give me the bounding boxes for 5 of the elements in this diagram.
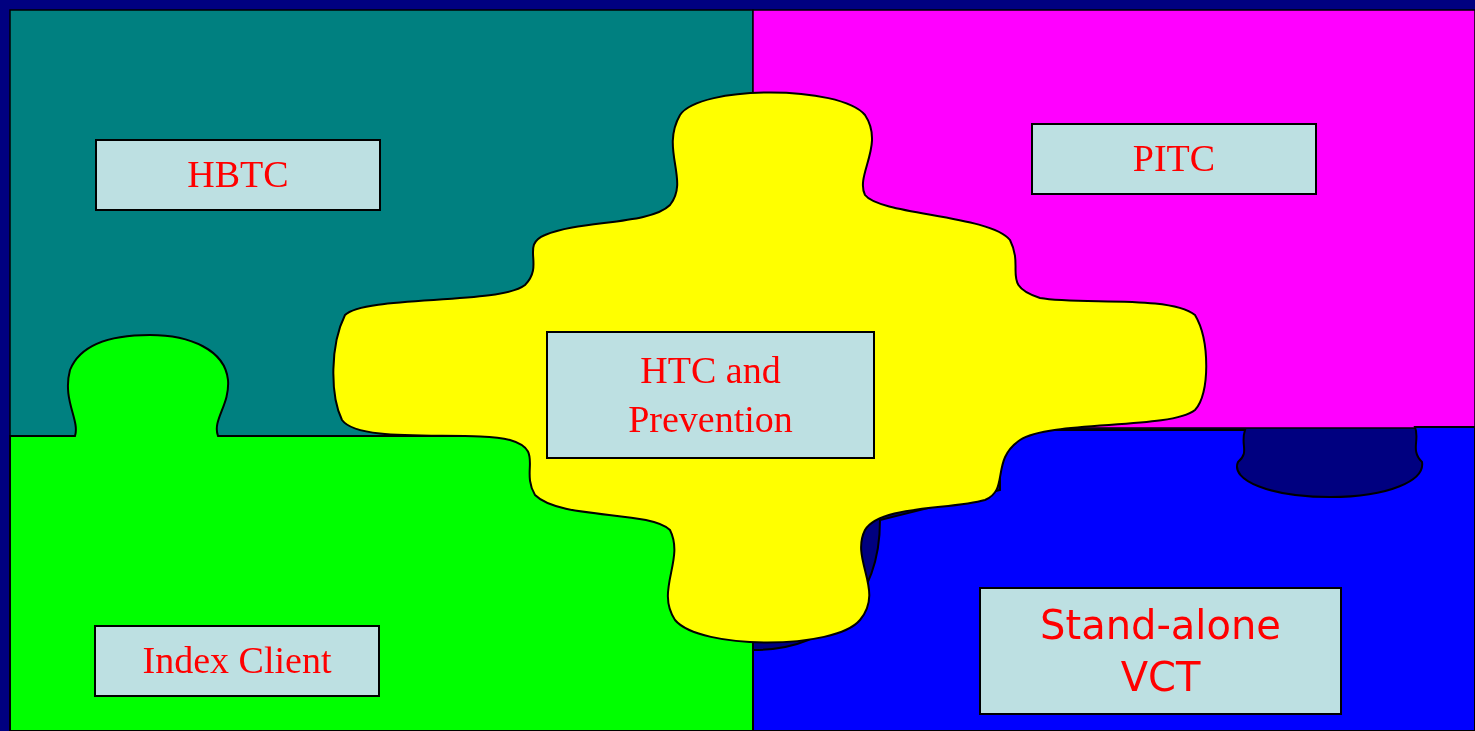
label-box: HTC and Prevention	[546, 331, 875, 459]
label-box: Index Client	[94, 625, 380, 697]
label-box: Stand-alone VCT	[979, 587, 1342, 715]
label-box: PITC	[1031, 123, 1317, 195]
label-box: HBTC	[95, 139, 381, 211]
